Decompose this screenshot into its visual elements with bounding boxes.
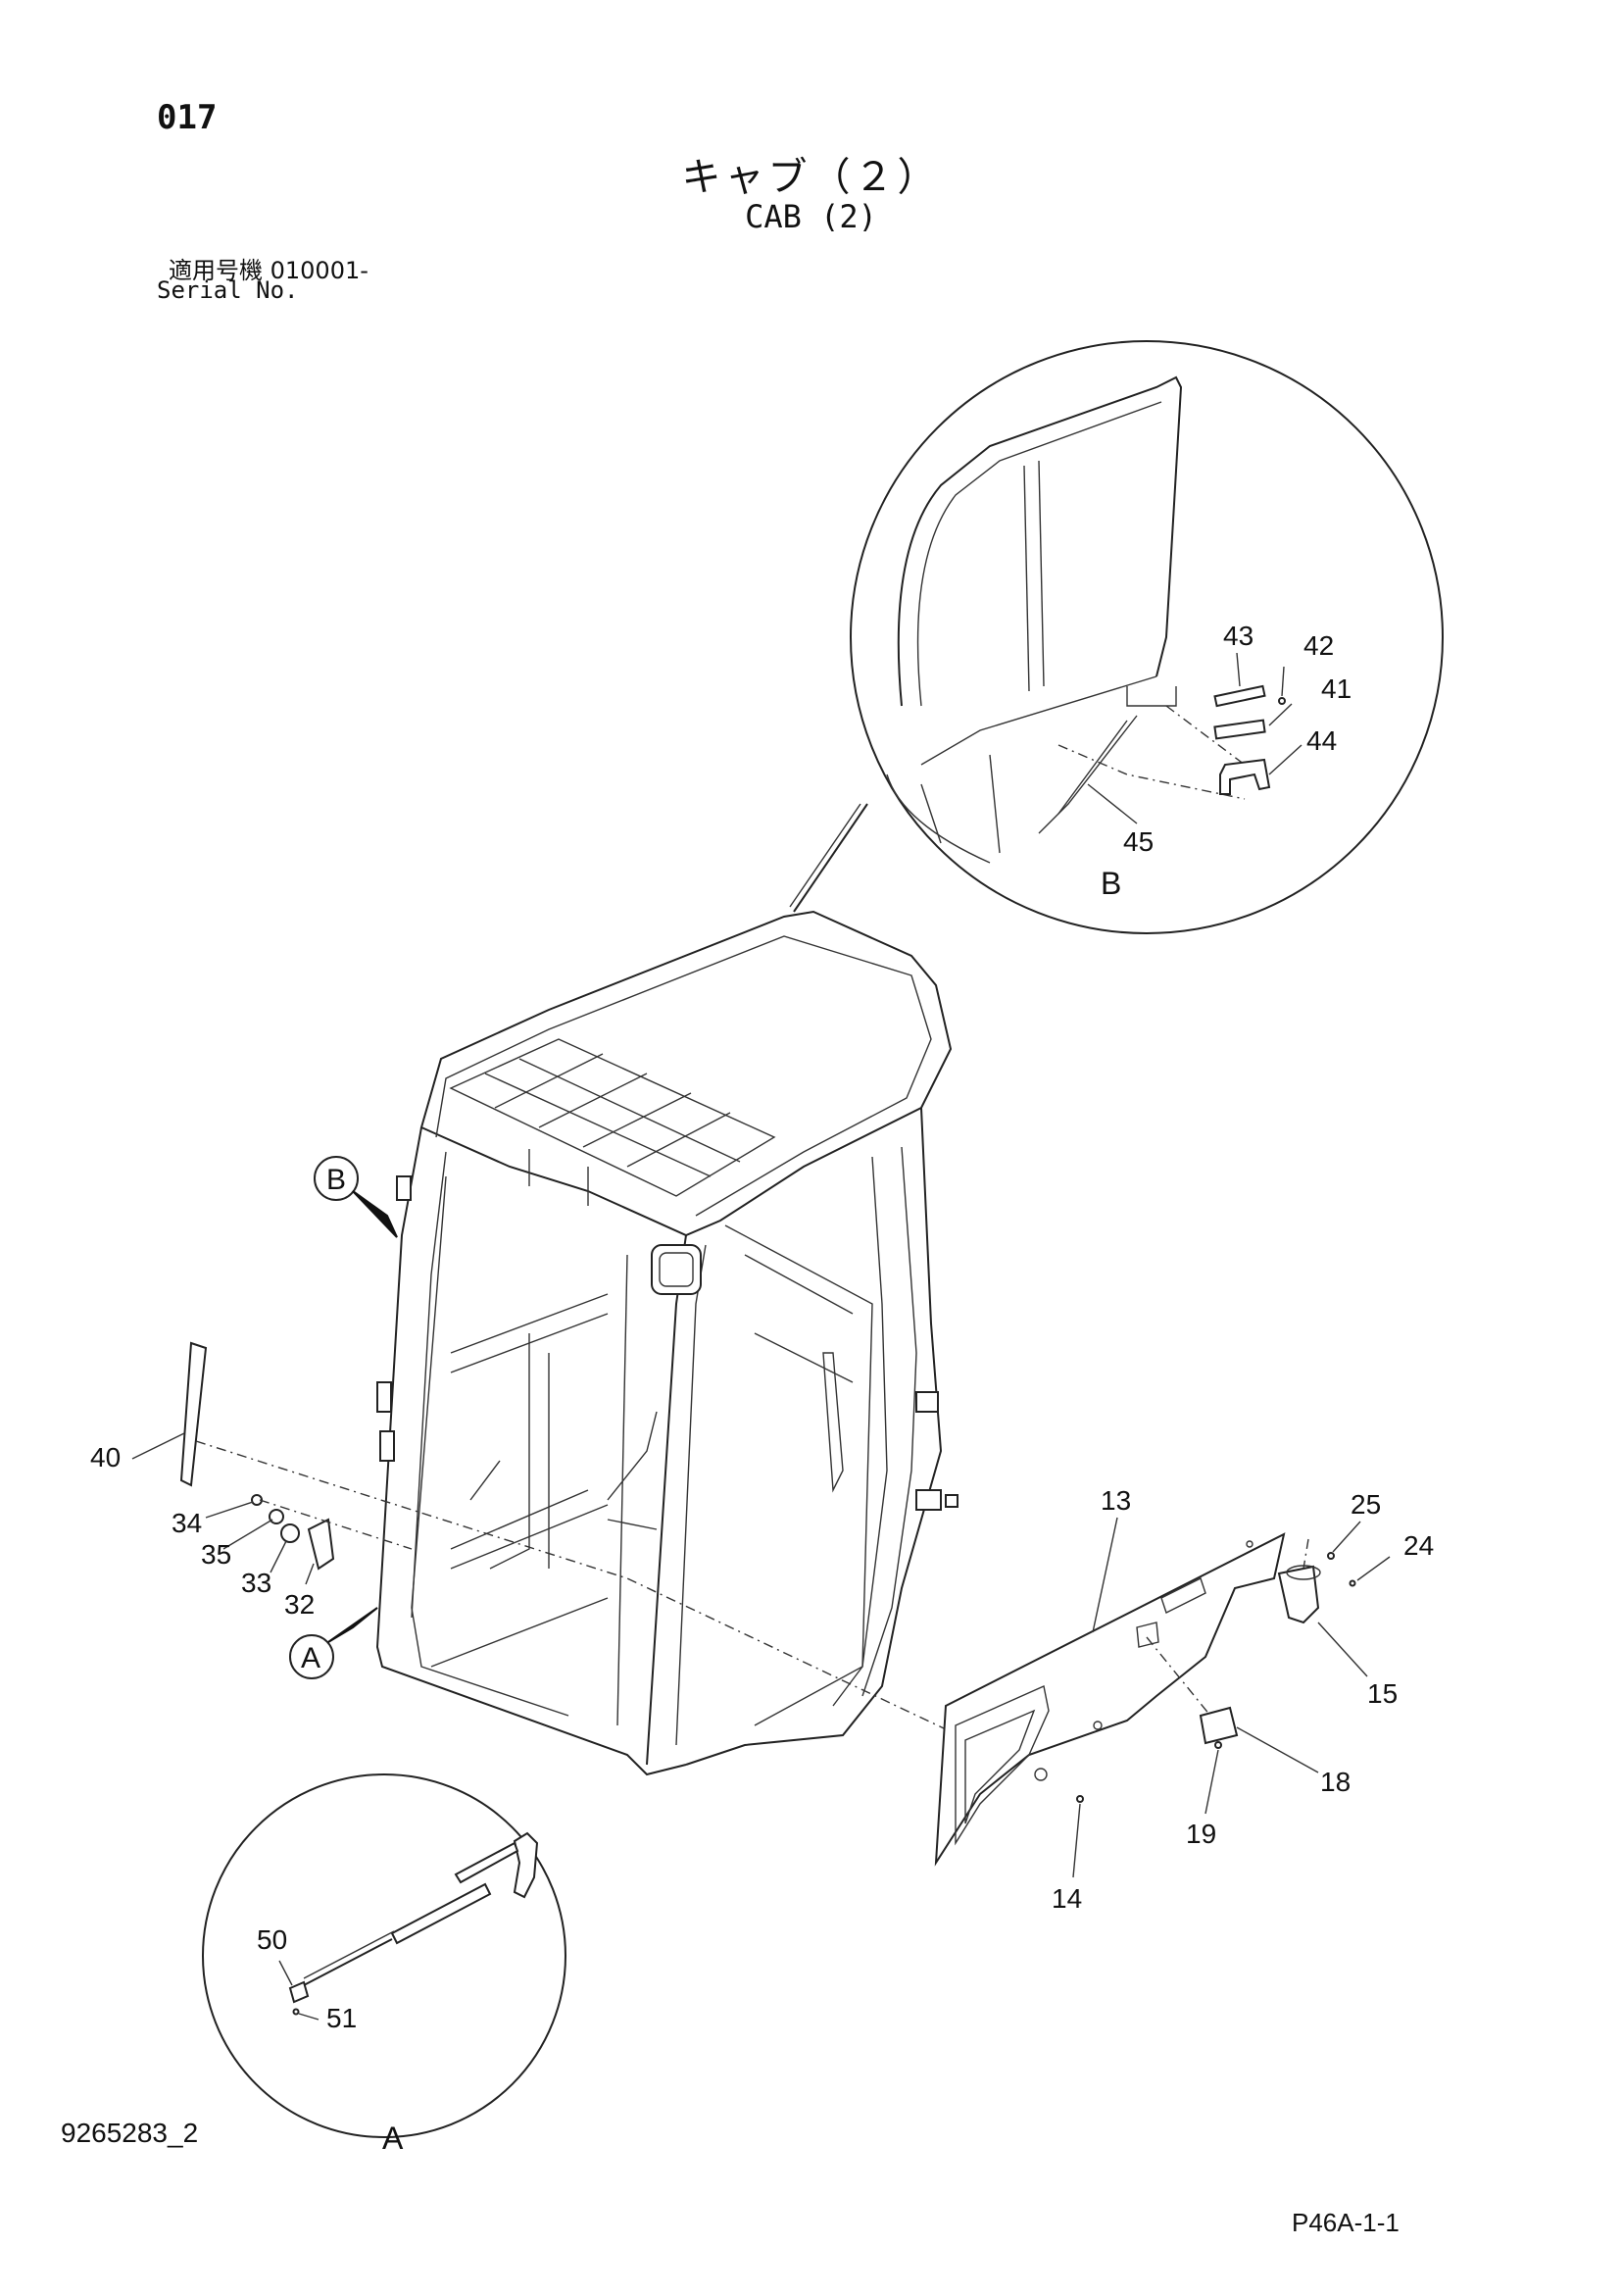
detail-view-a: 50 51 A [202, 1773, 566, 2156]
callout-44: 44 [1306, 725, 1337, 756]
part-18-holder [1199, 1706, 1239, 1745]
part-33 [280, 1523, 300, 1543]
callout-50: 50 [257, 1924, 287, 1955]
callout-25: 25 [1351, 1489, 1381, 1520]
detail-b-circle [850, 340, 1444, 934]
left-parts: 40 34 35 33 32 [90, 1341, 1001, 1756]
part-13-side-panel [934, 1532, 1286, 1867]
gas-spring-bracket [513, 1831, 539, 1899]
work-light [651, 1244, 702, 1295]
document-id: 9265283_2 [61, 2118, 199, 2148]
view-marker-a: A [289, 1607, 378, 1679]
part-24-screw [1349, 1579, 1356, 1587]
serial-label-english: Serial No. [157, 276, 299, 304]
serial-label-japanese: 適用号機 010001- [169, 257, 369, 284]
callout-13: 13 [1101, 1485, 1131, 1516]
part-40-plate [179, 1341, 208, 1487]
page-title-english: CAB (2) [745, 198, 877, 235]
part-25-screw [1327, 1552, 1335, 1560]
page-code: P46A-1-1 [1292, 2208, 1400, 2237]
part-41-plate [1213, 719, 1266, 740]
callout-34: 34 [172, 1508, 202, 1538]
detail-a-circle [202, 1773, 566, 2138]
callout-51: 51 [326, 2003, 357, 2033]
callout-40: 40 [90, 1442, 121, 1472]
cab-body [375, 910, 958, 1776]
part-35 [269, 1509, 284, 1524]
part-15-cup [1277, 1565, 1320, 1624]
detail-view-b: 43 42 41 44 45 B [850, 340, 1444, 934]
part-43-strip [1213, 684, 1266, 708]
view-marker-b-label: B [326, 1164, 346, 1196]
callout-14: 14 [1052, 1883, 1082, 1914]
callout-41: 41 [1321, 674, 1352, 704]
detail-b-label: B [1101, 866, 1121, 901]
part-42-screw [1278, 697, 1286, 705]
callout-45: 45 [1123, 826, 1154, 857]
view-marker-a-label: A [301, 1642, 320, 1674]
detail-b-door-frame [897, 375, 1183, 707]
callout-43: 43 [1223, 621, 1253, 651]
callout-18: 18 [1320, 1767, 1351, 1797]
part-50-end [288, 1980, 310, 2004]
part-51-clip [292, 2008, 300, 2016]
callout-15: 15 [1367, 1678, 1398, 1709]
detail-a-label: A [382, 2121, 404, 2156]
callout-35: 35 [201, 1539, 231, 1570]
callout-19: 19 [1186, 1819, 1216, 1849]
part-44-bracket [1219, 758, 1271, 795]
page-title-japanese: キャブ（２） [681, 155, 941, 200]
callout-32: 32 [284, 1589, 315, 1620]
side-panel-assembly: 13 25 24 15 18 19 14 [934, 1485, 1434, 1914]
part-32-bracket [307, 1518, 335, 1571]
page-number: 017 [157, 98, 218, 137]
gas-spring-cylinder [390, 1882, 492, 1945]
part-19-screw [1214, 1741, 1222, 1749]
callout-24: 24 [1403, 1530, 1434, 1561]
cab-roof [419, 910, 953, 1237]
callout-33: 33 [241, 1568, 271, 1598]
roof-grille [449, 1038, 776, 1197]
rear-pillar [685, 1107, 943, 1766]
callout-42: 42 [1303, 630, 1334, 661]
front-left-pillar [375, 1126, 687, 1776]
view-marker-b: B [314, 1156, 398, 1238]
part-14-screw [1076, 1795, 1084, 1803]
